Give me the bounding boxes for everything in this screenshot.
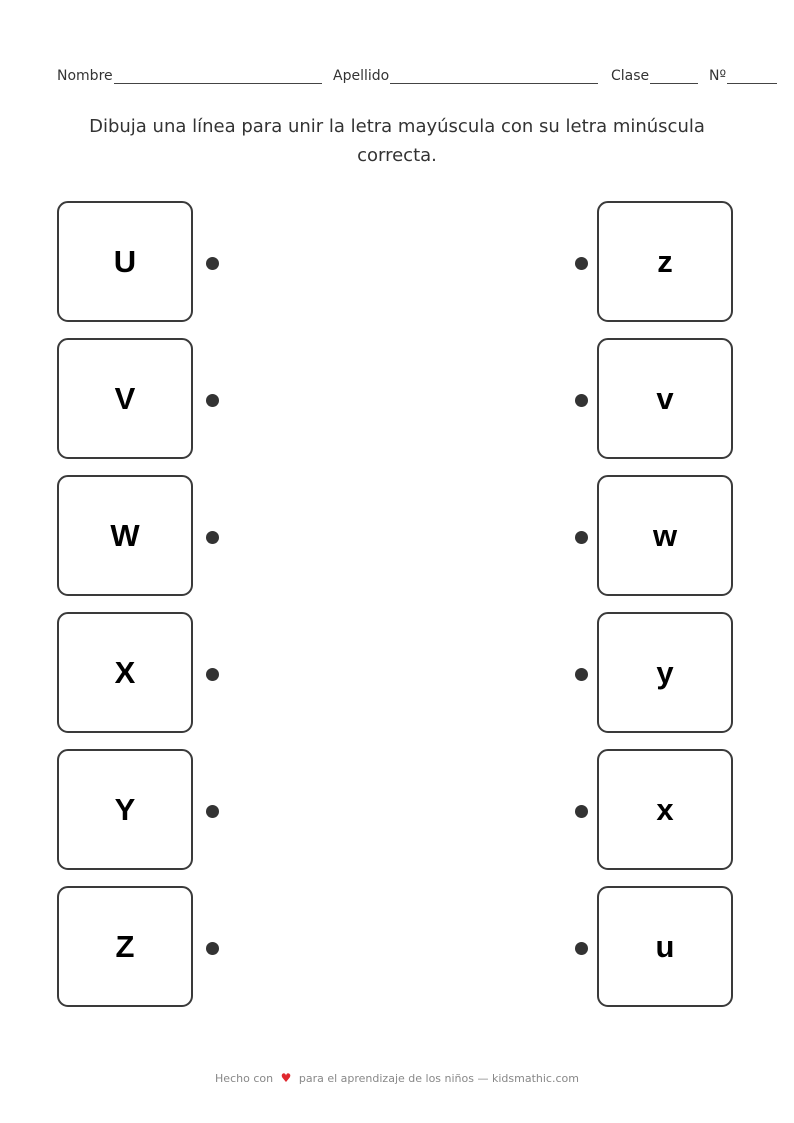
uppercase-card-z: Z (57, 886, 193, 1007)
uppercase-card-x: X (57, 612, 193, 733)
lowercase-card-y: y (597, 612, 733, 733)
clase-line[interactable] (650, 68, 699, 84)
lowercase-card-x: x (597, 749, 733, 870)
uppercase-card-w: W (57, 475, 193, 596)
footer: Hecho con ♥ para el aprendizaje de los n… (0, 1071, 794, 1085)
clase-field[interactable]: Clase (611, 68, 699, 84)
left-dot-y[interactable] (206, 805, 219, 818)
lowercase-card-v: v (597, 338, 733, 459)
heart-icon: ♥ (280, 1071, 292, 1085)
lowercase-card-w: w (597, 475, 733, 596)
left-dot-z[interactable] (206, 942, 219, 955)
footer-prefix: Hecho con (215, 1072, 274, 1085)
left-dot-w[interactable] (206, 531, 219, 544)
lowercase-card-u: u (597, 886, 733, 1007)
clase-label: Clase (611, 68, 650, 84)
numero-field[interactable]: Nº (709, 68, 778, 84)
right-dot-v[interactable] (575, 394, 588, 407)
instructions: Dibuja una línea para unir la letra mayú… (89, 116, 705, 166)
nombre-field[interactable]: Nombre (57, 68, 322, 84)
left-dot-x[interactable] (206, 668, 219, 681)
right-dot-y[interactable] (575, 668, 588, 681)
apellido-line[interactable] (390, 68, 599, 84)
apellido-label: Apellido (333, 68, 390, 84)
uppercase-card-v: V (57, 338, 193, 459)
apellido-field[interactable]: Apellido (333, 68, 599, 84)
right-dot-x[interactable] (575, 805, 588, 818)
student-info-header: Nombre Apellido Clase Nº (57, 68, 778, 88)
nombre-line[interactable] (113, 68, 322, 84)
right-dot-z[interactable] (575, 257, 588, 270)
left-dot-v[interactable] (206, 394, 219, 407)
right-dot-w[interactable] (575, 531, 588, 544)
numero-line[interactable] (727, 68, 778, 84)
uppercase-card-y: Y (57, 749, 193, 870)
lowercase-card-z: z (597, 201, 733, 322)
uppercase-card-u: U (57, 201, 193, 322)
footer-suffix: para el aprendizaje de los niños — kidsm… (298, 1072, 579, 1085)
left-dot-u[interactable] (206, 257, 219, 270)
numero-label: Nº (709, 68, 727, 84)
right-dot-u[interactable] (575, 942, 588, 955)
nombre-label: Nombre (57, 68, 113, 84)
